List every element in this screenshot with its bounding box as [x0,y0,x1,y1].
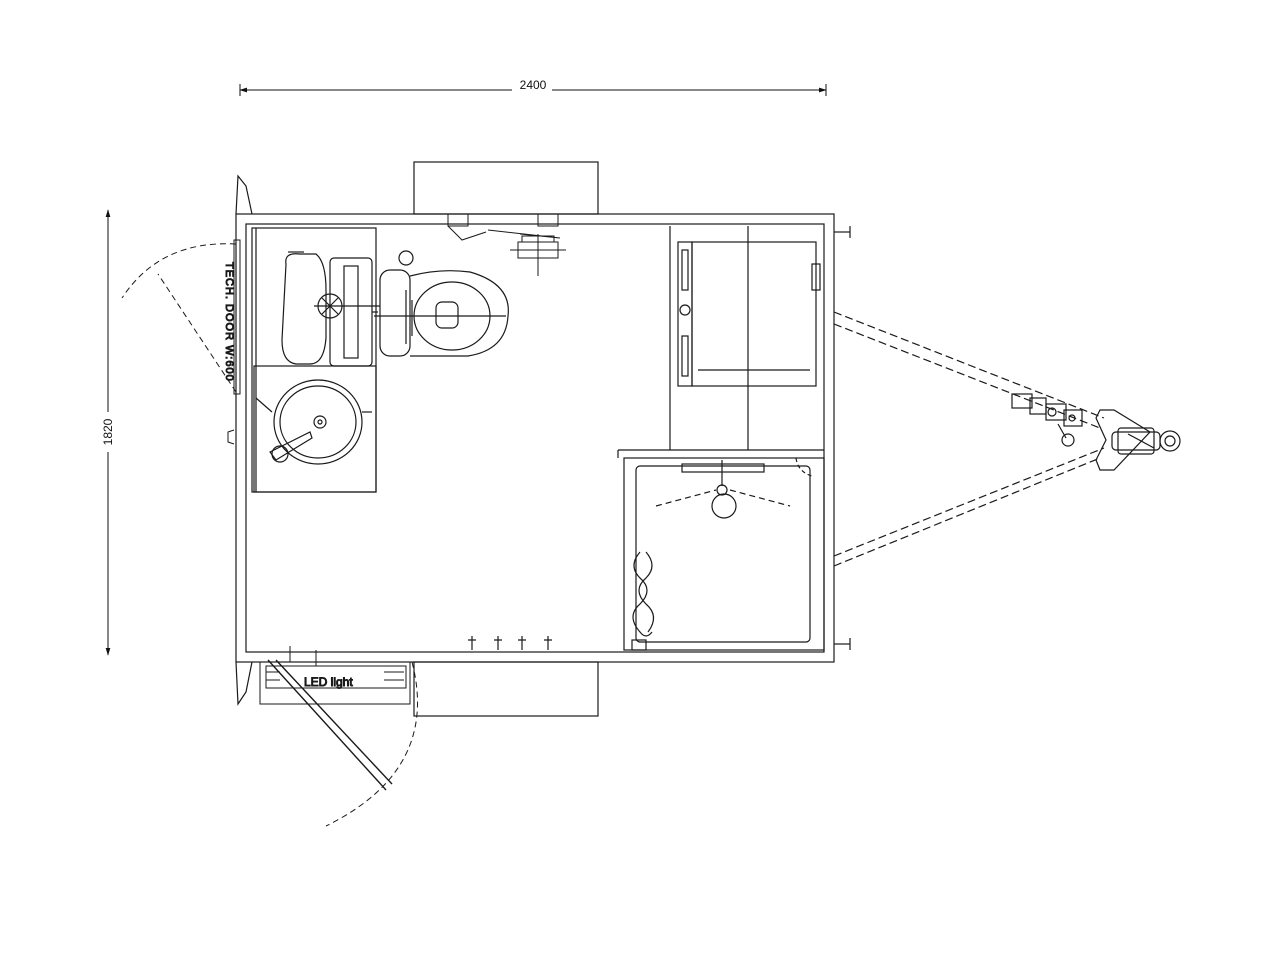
wash-cabinet [251,227,380,493]
tech-door: TECH. DOOR W:600 [121,239,241,445]
jockey-wheel [1011,393,1083,447]
height-dimension-label: 1820 [101,418,115,445]
height-dimension: 1820 [101,209,115,656]
hand-basin [253,365,377,493]
wheel-arch-bottom [413,661,599,717]
entrance-door: LED light [259,646,419,827]
outer-walls [235,174,851,706]
width-dimension: 2400 [239,78,827,96]
width-dimension-label: 2400 [520,78,547,92]
wheel-arch-top [413,161,599,215]
shower-tray [623,457,825,651]
tech-door-label: TECH. DOOR W:600 [223,262,235,382]
drawbar [833,311,1151,567]
toilet [374,250,509,357]
led-light-label: LED light [304,675,353,689]
coupling-head [1111,427,1181,455]
coat-hooks [468,636,552,650]
storage-cabinet [617,226,824,458]
roof-vent [447,213,566,276]
